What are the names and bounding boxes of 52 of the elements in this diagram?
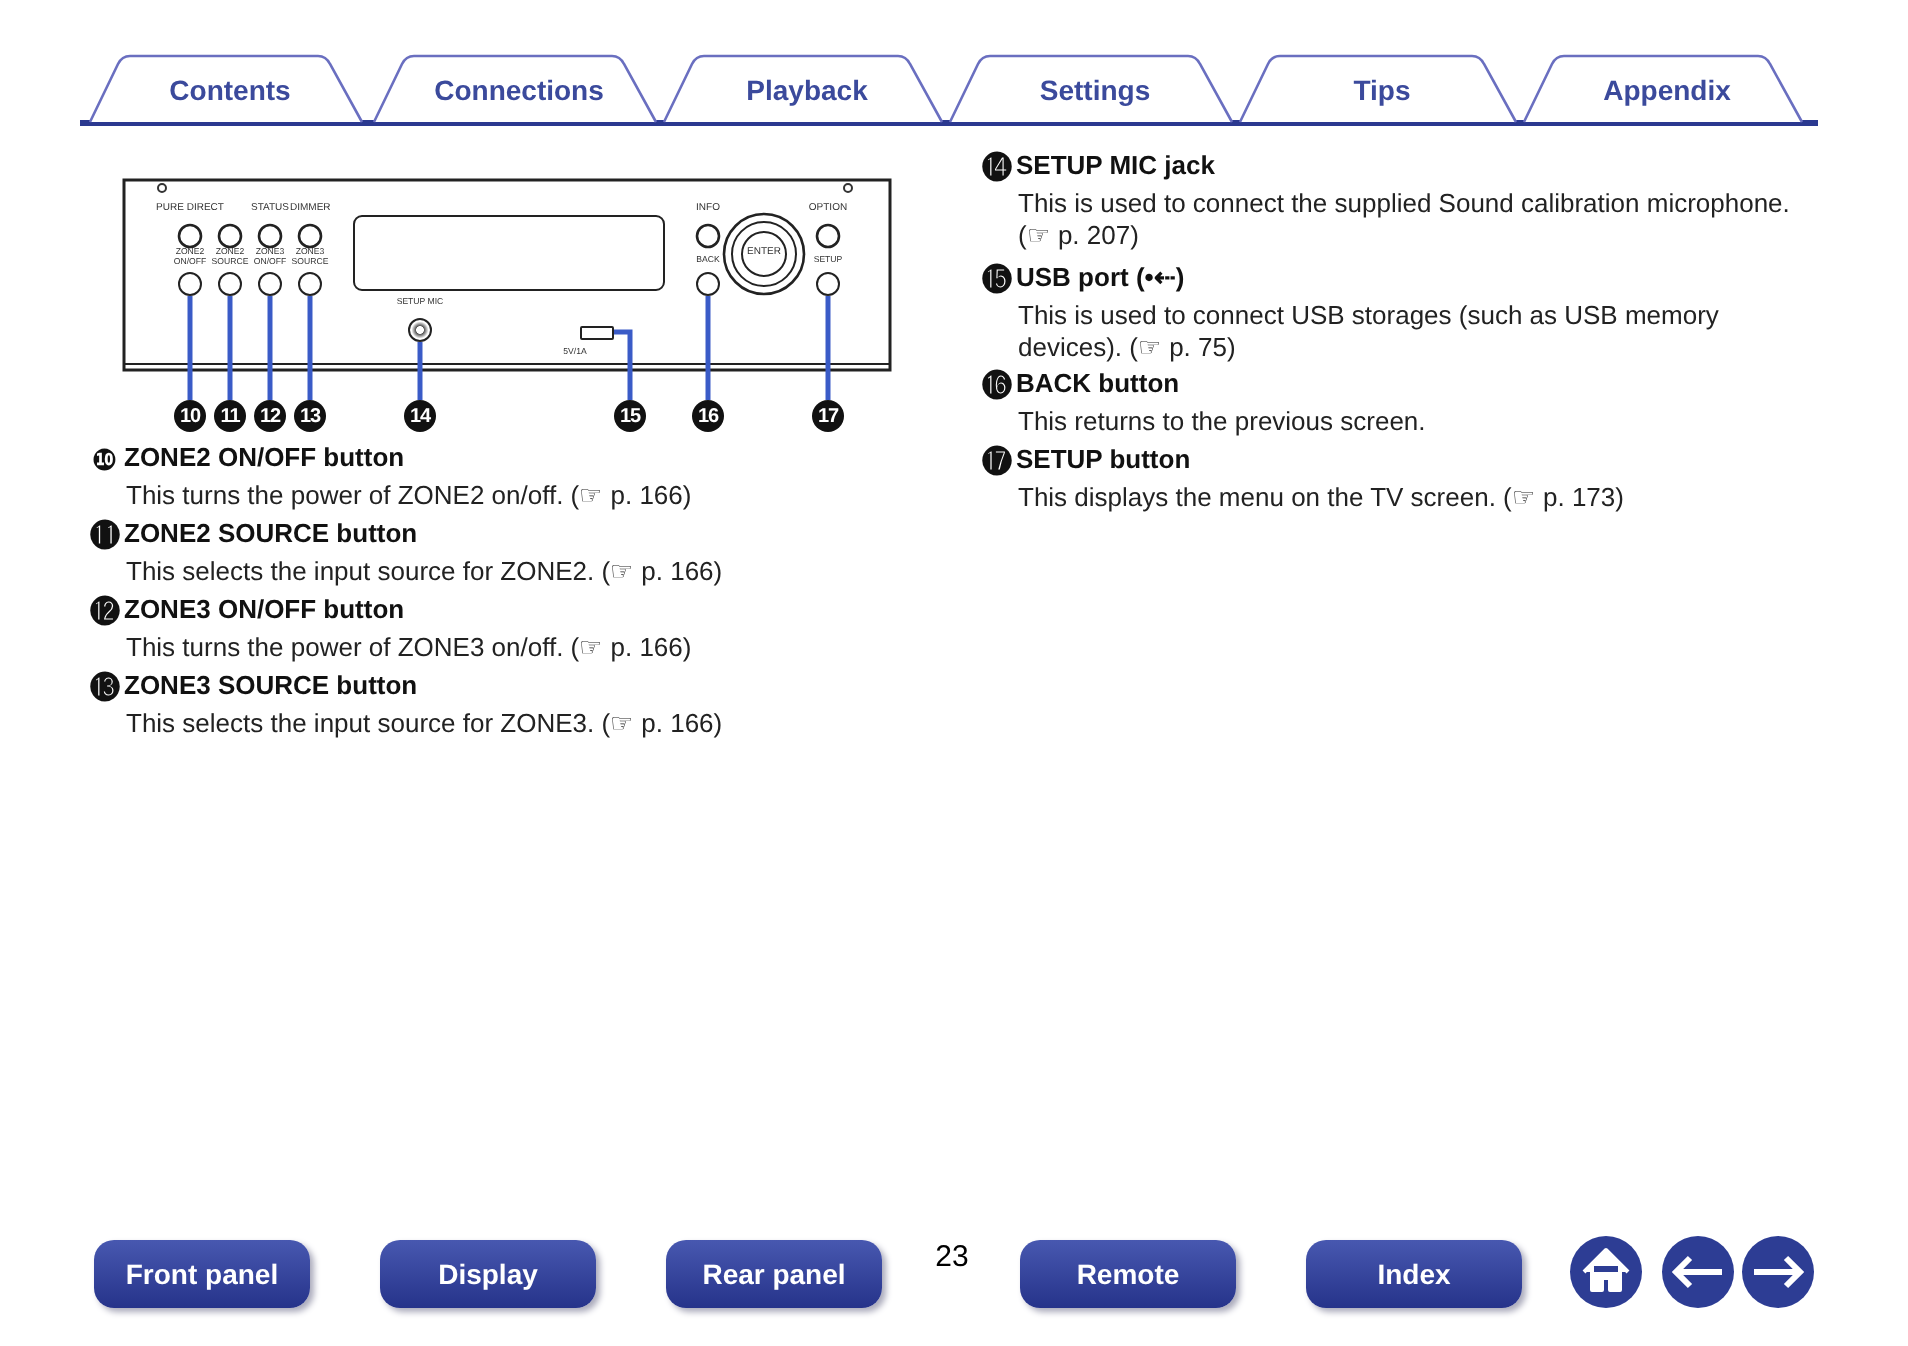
callout-number: ⓬ <box>90 596 118 628</box>
item-heading: ZONE3 ON/OFF button <box>124 594 407 628</box>
leader-line <box>307 296 313 400</box>
nav-button: Display <box>380 1240 596 1308</box>
item-description: This selects the input source for ZONE3. (☞ p. 166) <box>126 708 725 740</box>
leader-line <box>187 296 193 400</box>
leader-line <box>613 329 633 400</box>
item-description: This is used to connect USB storages (such as USB memory devices). (☞ p. 75) <box>1018 300 1721 364</box>
callout-number: 15 <box>614 400 646 432</box>
item-heading: ZONE3 SOURCE button <box>124 670 420 704</box>
tab: Connections <box>374 56 664 122</box>
callout-number: 16 <box>692 400 724 432</box>
callout-number: 10 <box>174 400 206 432</box>
item-heading: ZONE2 ON/OFF button <box>124 442 407 476</box>
item-description: This turns the power of ZONE2 on/off. (☞ p. 166) <box>126 480 694 512</box>
tab: Contents <box>90 56 370 122</box>
callout-number: ⓮ <box>982 152 1010 184</box>
tab: Appendix <box>1524 56 1810 122</box>
nav-button: Index <box>1306 1240 1522 1308</box>
item-description: This turns the power of ZONE3 on/off. (☞ p. 166) <box>126 632 694 664</box>
leader-line <box>825 296 831 400</box>
item-heading: SETUP button <box>1016 444 1193 478</box>
callout-number: ⓭ <box>90 672 118 704</box>
item-heading: SETUP MIC jack <box>1016 150 1217 184</box>
callout-number: ⓰ <box>982 370 1010 402</box>
nav-button: Front panel <box>94 1240 310 1308</box>
callout-number: ⓯ <box>982 264 1010 296</box>
callout-number: 17 <box>812 400 844 432</box>
item-heading: ZONE2 SOURCE button <box>124 518 420 552</box>
leader-line <box>705 296 711 400</box>
tab: Tips <box>1240 56 1524 122</box>
tab: Settings <box>950 56 1240 122</box>
callout-number: ⓱ <box>982 446 1010 478</box>
nav-button: Rear panel <box>666 1240 882 1308</box>
callout-number: 13 <box>294 400 326 432</box>
leader-line <box>267 296 273 400</box>
nav-button: Remote <box>1020 1240 1236 1308</box>
item-heading: BACK button <box>1016 368 1182 402</box>
callout-number: 11 <box>214 400 246 432</box>
tab: Playback <box>664 56 950 122</box>
leader-line <box>227 296 233 400</box>
callout-number: 12 <box>254 400 286 432</box>
item-description: This is used to connect the supplied Sound calibration microphone. (☞ p. 207) <box>1018 188 1792 252</box>
item-description: This returns to the previous screen. <box>1018 406 1428 438</box>
item-description: This selects the input source for ZONE2. (☞ p. 166) <box>126 556 725 588</box>
page-number: 23 <box>933 1240 971 1276</box>
leader-line <box>417 342 423 400</box>
item-description: This displays the menu on the TV screen. (☞ p. 173) <box>1018 482 1626 514</box>
callout-number: 14 <box>404 400 436 432</box>
callout-number: ❿ <box>90 444 118 476</box>
item-heading: USB port (•⇠) <box>1016 262 1187 296</box>
callout-number: ⓫ <box>90 520 118 552</box>
